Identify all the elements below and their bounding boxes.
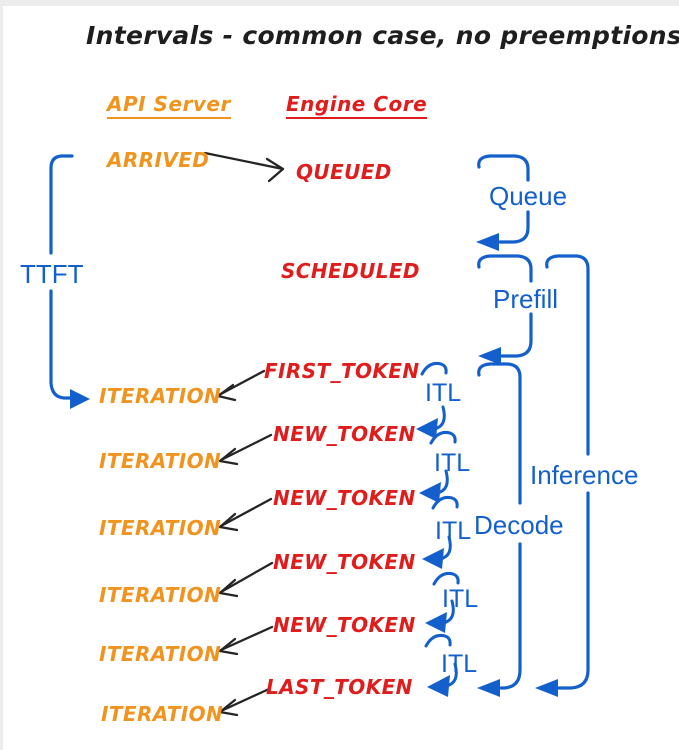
- first-token-to-iteration-arrow: [217, 369, 266, 397]
- event-scheduled: SCHEDULED: [281, 259, 420, 283]
- prefill-arrowhead: [478, 347, 501, 365]
- new-token-3-arrowhead: [218, 578, 239, 598]
- event-queued: QUEUED: [296, 160, 392, 184]
- itl-arc-3: [431, 496, 459, 510]
- itl-arc-4: [432, 572, 460, 586]
- event-iteration-5: ITERATION: [99, 642, 222, 666]
- event-iteration-3: ITERATION: [99, 516, 222, 540]
- ttft-bracket-top: [49, 154, 74, 255]
- itl-arc-5: [424, 634, 452, 648]
- inference-arrowhead: [535, 679, 558, 697]
- ttft-arrowhead: [70, 389, 90, 409]
- queue-bracket-top: [477, 154, 530, 182]
- event-new-token-3: NEW_TOKEN: [273, 550, 416, 574]
- ttft-bracket-bottom: [49, 289, 74, 400]
- itl-arrowhead-3: [422, 548, 444, 569]
- decode-bracket-bottom: [499, 542, 522, 690]
- new-token-3-to-iteration-arrow: [219, 561, 274, 594]
- arrived-to-queued-arrowhead: [265, 157, 285, 183]
- itl-arrowhead-1: [416, 418, 438, 439]
- new-token-1-to-iteration-arrow: [219, 433, 273, 462]
- prefill-bracket-top: [477, 254, 533, 283]
- new-token-2-arrowhead: [218, 512, 239, 532]
- itl-arrowhead-2: [419, 482, 441, 503]
- event-iteration-2: ITERATION: [99, 449, 222, 473]
- interval-label-inference: Inference: [530, 460, 639, 490]
- column-header-engine-core: Engine Core: [286, 92, 428, 119]
- new-token-4-arrowhead: [218, 637, 239, 656]
- screenshot-edge-left: [0, 0, 3, 750]
- itl-hook-1: [432, 405, 446, 431]
- black-arrows: [203, 151, 285, 717]
- queue-arrowhead: [476, 233, 499, 251]
- event-new-token-1: NEW_TOKEN: [273, 422, 416, 446]
- event-last-token: LAST_TOKEN: [266, 675, 413, 699]
- new-token-2-to-iteration-arrow: [219, 497, 273, 528]
- screenshot-edge-top: [0, 0, 679, 6]
- interval-label-decode: Decode: [474, 510, 564, 540]
- event-first-token: FIRST_TOKEN: [264, 359, 420, 383]
- event-new-token-2: NEW_TOKEN: [273, 486, 416, 510]
- interval-label-queue: Queue: [489, 181, 568, 211]
- interval-label-prefill: Prefill: [493, 284, 559, 314]
- arrived-to-queued-arrow: [203, 151, 285, 171]
- decode-arrowhead: [477, 679, 500, 697]
- diagram-title: Intervals - common case, no preemptions: [86, 21, 679, 50]
- event-new-token-4: NEW_TOKEN: [273, 613, 416, 637]
- itl-arrowhead-4: [425, 612, 447, 633]
- last-token-to-iteration-arrow: [219, 687, 271, 713]
- column-header-api-server: API Server: [107, 92, 231, 119]
- interval-label-itl-3: ITL: [435, 517, 472, 545]
- decode-bracket-top: [477, 362, 522, 505]
- event-iteration-4: ITERATION: [99, 583, 222, 607]
- prefill-bracket-bottom: [500, 312, 533, 358]
- itl-arc-2: [429, 431, 457, 445]
- new-token-1-arrowhead: [218, 447, 239, 466]
- queue-bracket-bottom: [498, 210, 530, 244]
- event-iteration-1: ITERATION: [99, 384, 222, 408]
- new-token-4-to-iteration-arrow: [219, 625, 274, 652]
- interval-label-itl-4: ITL: [442, 585, 479, 613]
- itl-arc-1: [420, 362, 448, 376]
- interval-label-itl-2: ITL: [434, 449, 471, 477]
- interval-label-itl-1: ITL: [425, 379, 462, 407]
- interval-label-ttft: TTFT: [20, 259, 84, 289]
- event-arrived: ARRIVED: [107, 148, 210, 172]
- interval-label-itl-5: ITL: [441, 650, 478, 678]
- event-iteration-6: ITERATION: [101, 702, 224, 726]
